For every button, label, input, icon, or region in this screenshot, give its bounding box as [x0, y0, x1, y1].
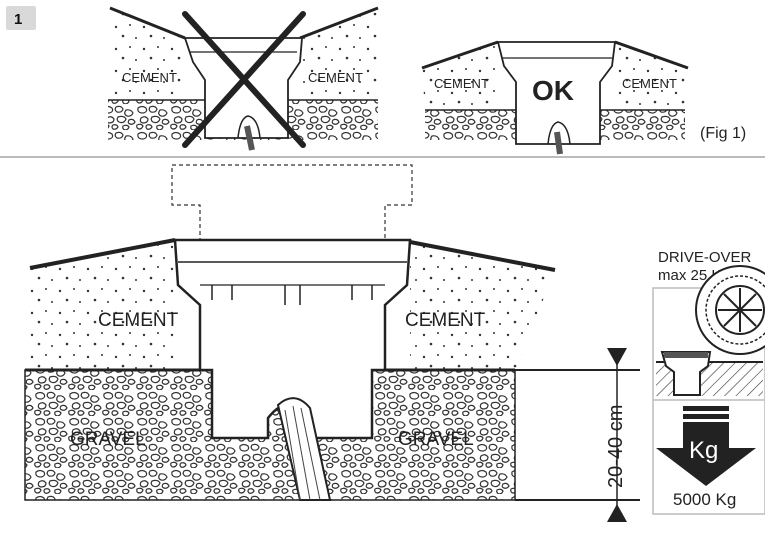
down-arrow-icon [656, 406, 756, 486]
step-number: 1 [14, 11, 22, 28]
drain-pipe [276, 397, 332, 501]
wrong-installation-example: CEMENT CEMENT [108, 6, 379, 151]
ok-cement-left [422, 42, 498, 110]
ok-edge-right [614, 40, 689, 70]
ok-cement-left-label: CEMENT [434, 76, 489, 91]
main-edge-right [409, 240, 556, 272]
ok-drain-pipe [547, 121, 571, 145]
main-cement-left-label: CEMENT [98, 310, 179, 331]
main-cement-right-label: CEMENT [405, 310, 486, 331]
main-installation-diagram: CEMENT CEMENT GRAVEL GRAVEL [24, 164, 556, 501]
ok-edge-left [421, 40, 499, 70]
wheel-icon [695, 265, 765, 355]
depth-label: 20-40 cm [605, 405, 627, 488]
fig-caption: (Fig 1) [700, 125, 746, 142]
drive-drain-icon [660, 351, 712, 396]
ok-drain-body [496, 41, 617, 145]
wrong-edge-left [109, 6, 186, 40]
ok-pipe-line [554, 131, 563, 155]
drive-drain-grate [664, 352, 708, 358]
main-gravel-right-label: GRAVEL [398, 429, 474, 450]
wrong-pipe-line [244, 125, 255, 151]
drain-pipe-hatch [284, 405, 321, 501]
wrong-cement-left-label: CEMENT [122, 70, 177, 85]
wrong-drain-pipe [237, 115, 261, 139]
ok-label: OK [532, 75, 574, 106]
depth-arrow-bottom-icon [607, 504, 627, 522]
depth-dimension: 20-40 cm [515, 348, 640, 522]
main-edge-left [29, 238, 176, 270]
step-number-box [6, 6, 36, 30]
depth-arrow-icon [607, 348, 627, 366]
correct-installation-example: CEMENT CEMENT OK [421, 40, 689, 155]
main-cement-left [25, 240, 175, 370]
main-gravel-left-label: GRAVEL [70, 429, 146, 450]
wrong-edge-right [299, 6, 379, 40]
ok-cement-right-label: CEMENT [622, 76, 677, 91]
drive-over-panel: DRIVE-OVER max 25 Km/h Kg 5000 Kg [652, 249, 765, 515]
cross-out-icon [182, 11, 306, 148]
ok-cement-right [615, 42, 688, 110]
load-value-label: 5000 Kg [673, 490, 736, 509]
drain-fins [211, 285, 373, 305]
main-cement-right [410, 242, 555, 370]
load-unit-label: Kg [689, 437, 718, 464]
wrong-cement-right-label: CEMENT [308, 70, 363, 85]
drain-raised-outline [171, 164, 413, 241]
drive-over-title: DRIVE-OVER [658, 249, 752, 266]
